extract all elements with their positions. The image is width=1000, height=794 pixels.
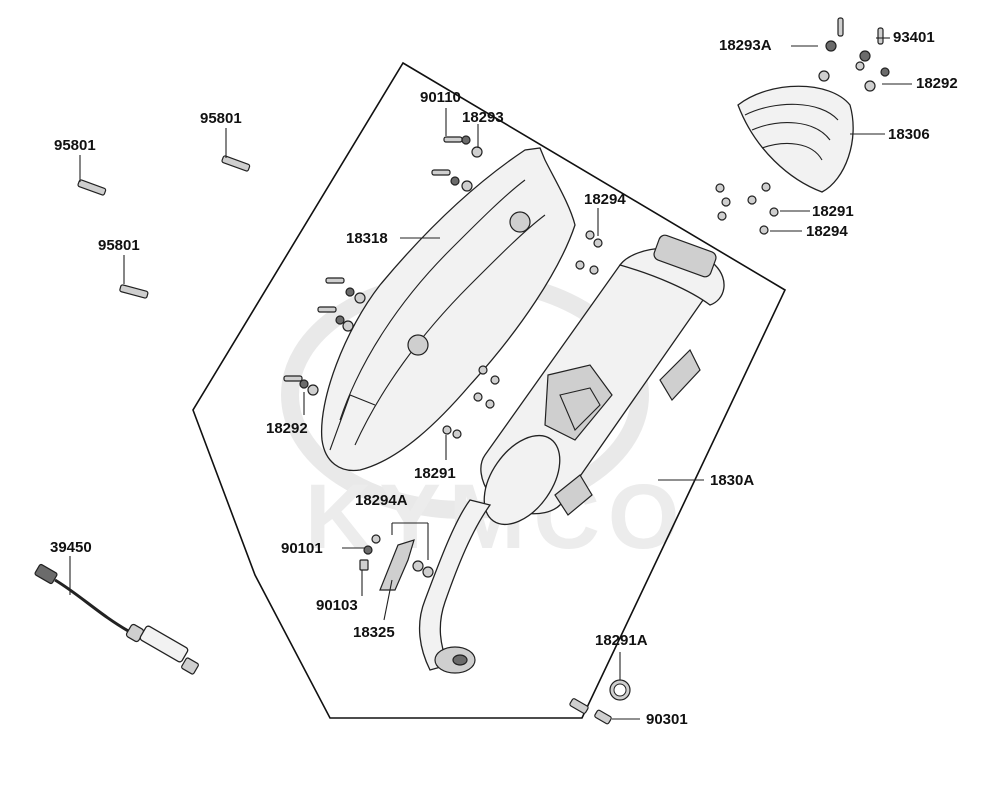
callout-18291-right: 18291 (812, 203, 854, 220)
callout-18292-top: 18292 (916, 75, 958, 92)
callout-39450: 39450 (50, 539, 92, 556)
part-callouts: 93401 18293A 18292 18306 18291 18294 901… (50, 29, 958, 728)
callout-1830A: 1830A (710, 472, 754, 489)
assembly-outline (192, 61, 787, 719)
callout-18293A: 18293A (719, 37, 772, 54)
callout-90103: 90103 (316, 597, 358, 614)
callout-18293: 18293 (462, 109, 504, 126)
callout-90110: 90110 (420, 89, 461, 106)
callout-90301: 90301 (646, 711, 688, 728)
o2-sensor-39450 (34, 563, 199, 675)
muffler-body-1830A (418, 234, 725, 674)
callout-18294A: 18294A (355, 492, 408, 509)
callout-18306: 18306 (888, 126, 930, 143)
callout-90101: 90101 (281, 540, 323, 557)
callout-18294-right: 18294 (806, 223, 848, 240)
leader-lines (69, 37, 912, 720)
callout-95801-c: 95801 (98, 237, 140, 254)
heat-shield-18318 (320, 147, 576, 472)
callout-18318: 18318 (346, 230, 388, 247)
callout-18292-left: 18292 (266, 420, 308, 437)
callout-95801-a: 95801 (54, 137, 96, 154)
callout-18325: 18325 (353, 624, 395, 641)
callout-18291-mid: 18291 (414, 465, 456, 482)
hardware-fasteners (77, 17, 890, 725)
callout-18294-mid: 18294 (584, 191, 626, 208)
callout-93401: 93401 (893, 29, 935, 46)
end-cap-18306 (737, 85, 854, 193)
callout-95801-b: 95801 (200, 110, 242, 127)
callout-18291A: 18291A (595, 632, 648, 649)
